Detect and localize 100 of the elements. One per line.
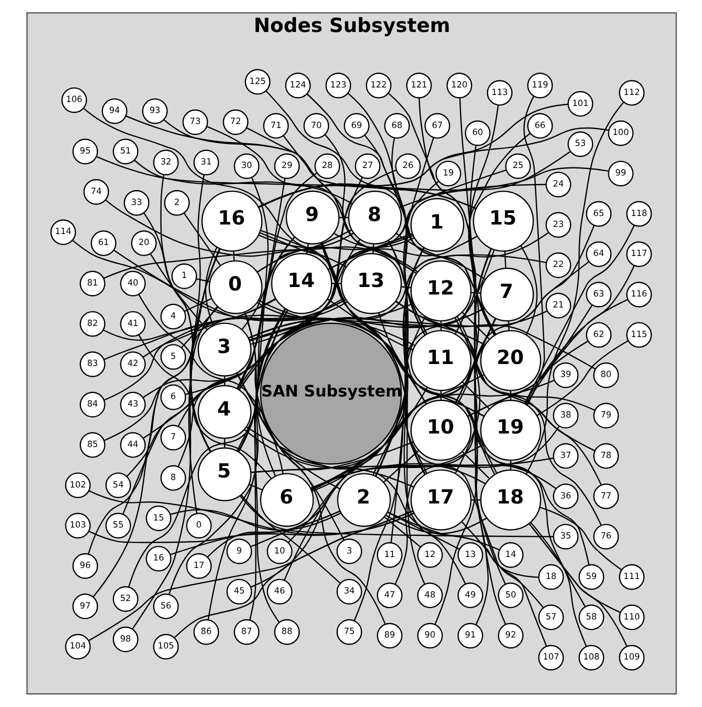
node-circle: 40 [120,270,146,296]
node-circle: 123 [324,72,351,98]
node-circle: 83 [79,351,105,378]
connector [386,511,499,550]
connector [395,233,485,280]
node-circle: 69 [343,113,369,139]
connector [184,298,212,312]
connector [246,426,414,488]
node-circle: 1 [410,198,464,252]
connector [320,242,544,608]
connector [238,169,506,390]
connector [183,212,220,266]
connector [374,250,494,476]
node-circle: 77 [592,483,618,510]
connector [470,292,480,294]
connector [224,376,225,386]
connector [282,135,427,334]
node-circle: 16 [200,190,262,252]
connector [523,225,634,404]
connector [404,248,425,475]
node-circle: 23 [545,212,571,238]
node-circle: 38 [552,402,578,428]
connector [196,278,209,282]
node-circle: 52 [112,586,138,612]
node-circle: 35 [552,524,578,550]
connector [248,232,548,342]
node-circle: 97 [72,594,98,620]
connector [353,316,426,621]
node-circle: 74 [82,179,109,205]
node-circle: 18 [480,469,541,530]
connector [103,298,346,360]
node-circle: 20 [130,230,156,256]
node-circle: 116 [626,282,652,308]
node-circle: 12 [416,542,442,568]
node-circle: 1 [170,263,197,290]
connector [88,510,413,642]
connector [536,340,628,416]
connector [324,134,427,334]
node-circle: 114 [50,219,76,246]
node-circle: 118 [626,201,652,227]
node-circle: 101 [567,91,593,117]
node-circle: 84 [79,392,105,418]
connector [177,234,412,467]
connector [112,250,426,404]
connector [244,312,344,540]
connector [236,172,317,389]
node-circle: 25 [504,153,530,180]
node-circle: 26 [394,153,420,180]
node-circle: 42 [120,351,146,378]
connector [374,248,424,476]
node-circle: 17 [186,553,212,579]
node-circle: 6 [160,384,186,410]
node-circle: 9 [285,190,340,244]
connector [528,523,627,646]
connector [184,234,412,396]
connector [250,318,496,588]
connector [240,494,340,584]
connector [265,90,496,335]
node-circle: 56 [152,594,178,620]
connector [96,156,476,210]
connector [470,499,480,501]
node-circle: 0 [208,260,262,314]
node-circle: 112 [618,80,644,106]
node-circle: 68 [384,113,410,139]
node-circle: 75 [336,619,362,645]
node-circle: 100 [607,120,634,146]
connector [539,506,622,570]
connector [258,167,608,208]
node-circle: 33 [123,190,149,216]
node-circle: 113 [486,80,512,106]
node-circle: 24 [545,172,571,198]
connector [256,301,347,318]
connector [236,297,345,452]
node-circle: 121 [406,72,432,98]
node-circle: 73 [182,109,208,136]
node-circle: 119 [526,72,552,98]
connector [260,230,426,475]
connector [461,522,546,646]
connector [364,134,427,334]
node-circle: 2 [164,190,190,216]
connector [236,178,286,390]
connector [327,236,477,270]
node-circle: 13 [457,542,483,568]
connector [258,127,608,208]
connector [103,249,346,279]
connector [250,180,438,345]
node-circle: 70 [302,113,329,139]
node-circle: 8 [348,190,402,244]
connector [390,248,424,542]
connector [310,426,560,490]
node-circle: 95 [72,138,98,164]
node-circle: 22 [545,252,571,278]
node-circle: 39 [552,362,578,388]
connector [82,108,426,475]
connector [387,240,506,584]
connector [102,298,346,341]
connector [372,244,374,254]
connector [382,450,419,482]
connector [331,282,341,284]
node-circle: 63 [585,282,612,308]
